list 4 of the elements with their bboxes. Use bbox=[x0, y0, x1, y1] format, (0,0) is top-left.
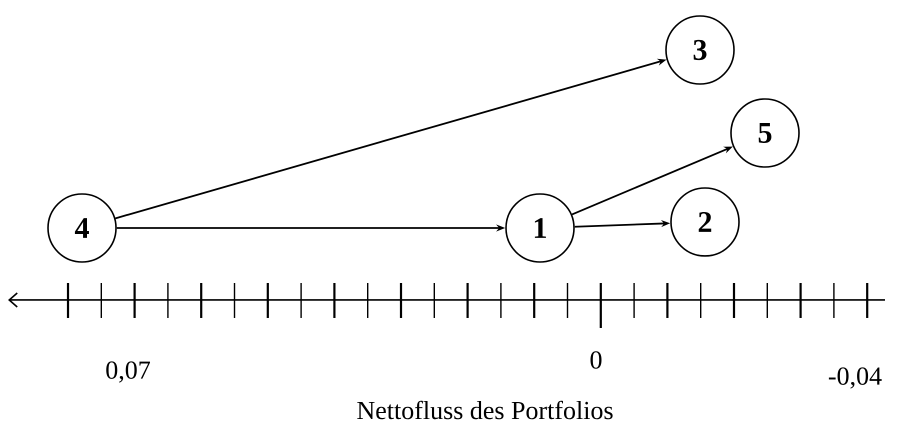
axis-label: -0,04 bbox=[828, 367, 882, 389]
axis-label: 0 bbox=[590, 351, 602, 369]
axis-label: 0,07 bbox=[106, 361, 150, 383]
axis-label: Nettofluss des Portfolios bbox=[357, 400, 613, 420]
